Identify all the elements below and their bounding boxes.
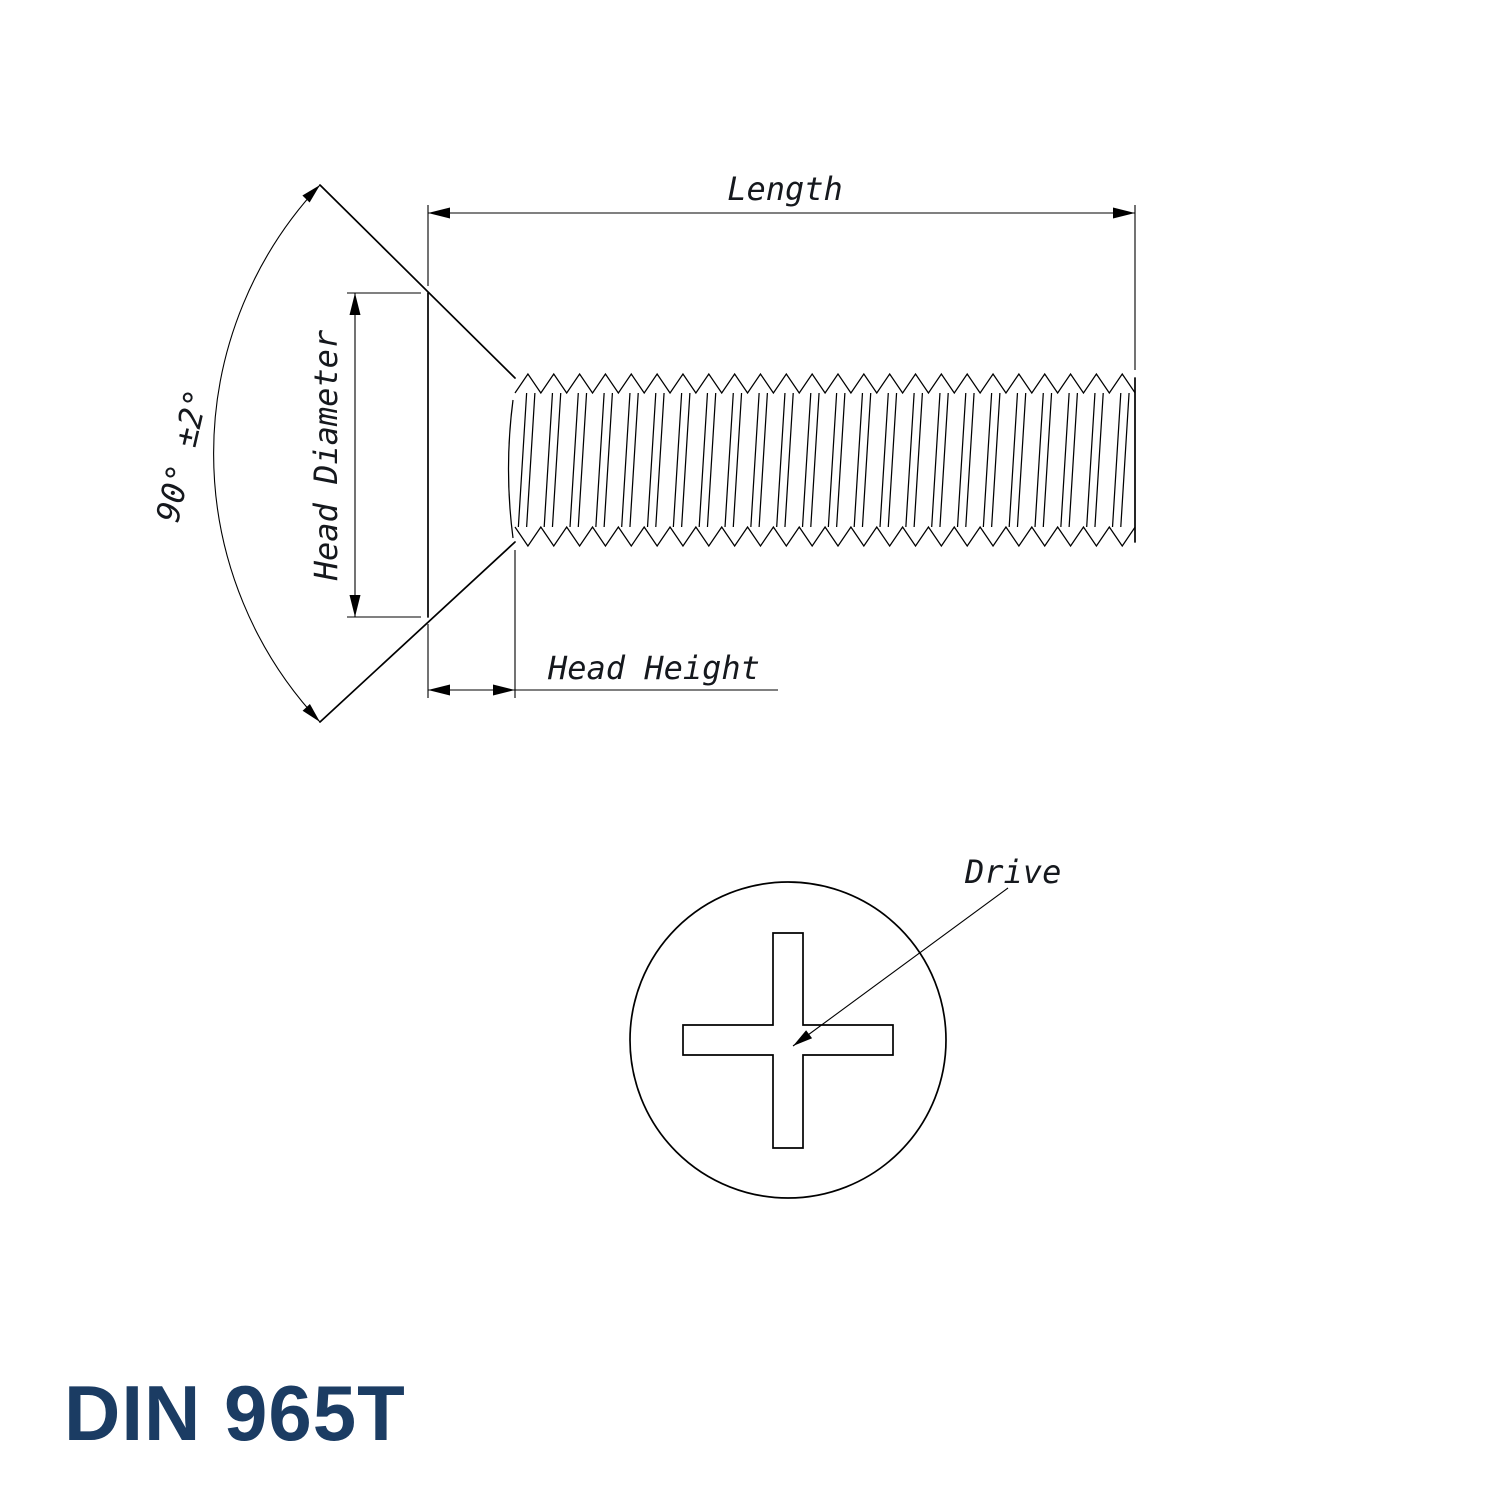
head-circle (629, 881, 947, 1199)
angle-arrow-bottom (302, 704, 320, 722)
thread-bottom-edge (514, 525, 1136, 548)
thread-flank-lines (517, 392, 1130, 528)
drive-leader-arrow (793, 1030, 813, 1046)
angle-label: 90° ±2° (149, 386, 216, 526)
length-dimension: Length (427, 170, 1136, 370)
head-diameter-label: Head Diameter (307, 329, 345, 581)
phillips-cross (682, 932, 894, 1149)
head-diameter-dimension: Head Diameter (307, 292, 421, 618)
angle-arrow-top (302, 185, 320, 203)
drive-leader-line (792, 887, 1009, 1047)
head-height-arrow-right (493, 684, 515, 696)
thread-runout (507, 399, 514, 539)
head-angle-dimension: 90° ±2° (149, 184, 321, 723)
screw-drive-view: Drive (629, 853, 1061, 1199)
screw-side-view (319, 184, 1136, 723)
head-height-arrow-left (428, 684, 450, 696)
length-arrow-right (1113, 207, 1135, 219)
head-height-dimension: Head Height (427, 550, 778, 698)
length-label: Length (727, 170, 843, 208)
head-dia-arrow-top (349, 293, 361, 315)
drive-label: Drive (964, 853, 1061, 891)
page-title: DIN 965T (64, 1369, 406, 1457)
length-arrow-left (428, 207, 450, 219)
head-cone-bottom-face (319, 541, 516, 723)
head-dia-arrow-bottom (349, 595, 361, 617)
thread-top-edge (514, 372, 1136, 395)
head-cone-top-face (319, 184, 516, 379)
angle-arc (213, 184, 321, 723)
head-height-label: Head Height (547, 649, 760, 687)
